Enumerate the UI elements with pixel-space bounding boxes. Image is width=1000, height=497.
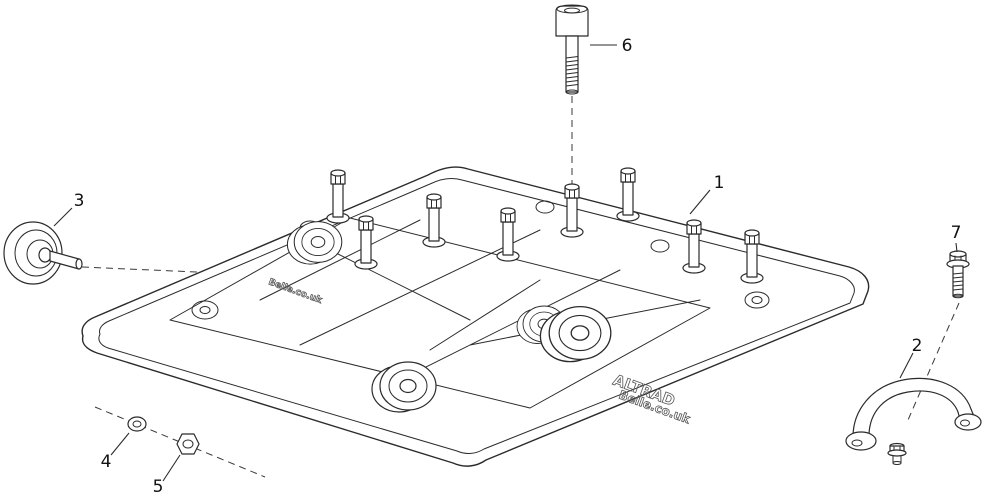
callout-number-7: 7 xyxy=(951,223,962,243)
callout-number-5: 5 xyxy=(153,477,164,497)
callout-number-4: 4 xyxy=(101,452,112,472)
part-1-baseplate: ALTRAD Belle.co.uk Belle.co.uk xyxy=(81,166,870,467)
assembly-dashed-lines xyxy=(81,96,960,478)
callout-number-6: 6 xyxy=(622,36,633,56)
part-3-roller xyxy=(3,221,83,285)
part-6-socket-head-bolt xyxy=(555,4,589,95)
part-4-washer xyxy=(127,416,147,432)
callout-leader-lines xyxy=(53,44,958,482)
callout-number-1: 1 xyxy=(714,173,725,193)
callout-number-3: 3 xyxy=(74,191,85,211)
callout-number-2: 2 xyxy=(912,336,923,356)
part-2-clamp-handle xyxy=(845,377,982,465)
part-5-nut xyxy=(176,433,200,455)
part-7-flange-bolt xyxy=(946,250,970,299)
